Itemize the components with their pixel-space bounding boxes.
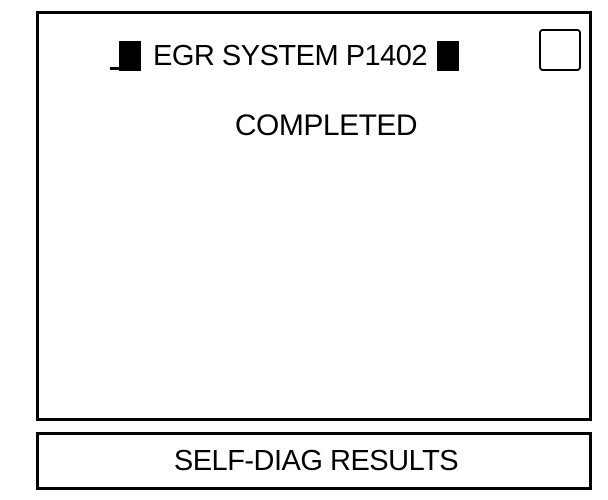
left-marker-wrap	[119, 41, 153, 71]
title-row: EGR SYSTEM P1402	[119, 38, 460, 74]
self-diag-results-button[interactable]: SELF-DIAG RESULTS	[36, 432, 592, 490]
filled-square-icon	[437, 41, 460, 71]
filled-square-icon	[119, 41, 141, 71]
page-title: EGR SYSTEM P1402	[153, 40, 428, 72]
self-diag-results-label: SELF-DIAG RESULTS	[173, 445, 459, 477]
status-text: COMPLETED	[234, 109, 418, 142]
diagnostic-screen: EGR SYSTEM P1402 COMPLETED	[36, 11, 592, 421]
empty-square-icon[interactable]	[539, 29, 581, 71]
